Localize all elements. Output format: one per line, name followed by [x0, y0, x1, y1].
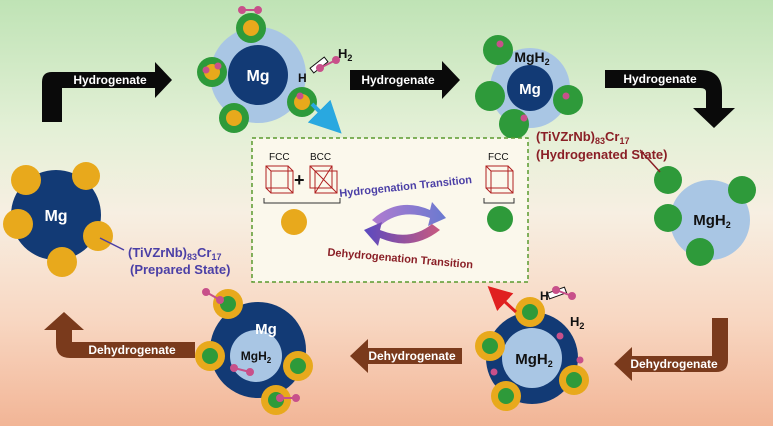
particle-hydrogenated: MgH2 [654, 166, 756, 266]
arrow-bottom-mid: Dehydrogenate [350, 339, 462, 373]
hydrogenate-label-1: Hydrogenate [73, 73, 147, 87]
red-pointer-arrow [487, 285, 518, 314]
mgh2-base-right: MgH [693, 212, 726, 229]
h-label-bottom: H [540, 289, 549, 303]
hydrogenated-formula-sub-b: 17 [619, 136, 629, 146]
mg-label-top: Mg [246, 68, 269, 85]
catalyst-particle-prepared [281, 209, 307, 235]
fcc-lattice-left [265, 165, 294, 194]
arrow-top-right: Hydrogenate [605, 70, 735, 128]
arrow-bottom-right: Dehydrogenate [614, 318, 728, 381]
arrow-top-mid: Hydrogenate [350, 61, 460, 99]
blue-pointer-arrow [307, 99, 342, 134]
particle-prepared: Mg [3, 162, 113, 277]
catalyst-particle-hydrogenated [487, 206, 513, 232]
h2-sub-top: 2 [347, 53, 352, 63]
mgh2-sub-right: 2 [726, 220, 731, 230]
hydrogen-molecules [202, 6, 584, 402]
mgh2-base-top: MgH [514, 49, 544, 65]
hydrogenated-state-label: (TiVZrNb)83Cr17 (Hydrogenated State) [536, 129, 667, 173]
h2-base-top: H [338, 46, 347, 61]
h2-base-bottom: H [570, 314, 579, 329]
hydrogenate-label-2: Hydrogenate [361, 73, 435, 87]
mgh2-base-mid: MgH [241, 349, 267, 363]
transition-box: FCC + BCC FCC Hydrogenation Transition D… [251, 137, 529, 283]
bcc-label: BCC [310, 152, 331, 163]
hydrogenated-formula-b: Cr [605, 129, 619, 144]
svg-text:H2: H2 [570, 314, 584, 331]
cycle-arrow-backward [364, 222, 440, 246]
hydrogenated-formula-a: (TiVZrNb) [536, 129, 595, 144]
svg-text:MgH2: MgH2 [515, 351, 553, 369]
phase-bracket-right [483, 198, 515, 204]
fcc-label-left: FCC [269, 152, 290, 163]
particle-mg-mgh2: Mg MgH2 [195, 289, 313, 415]
cycle-arrow-forward [372, 202, 446, 226]
particle-mgh2-forming: Mg MgH2 [475, 35, 583, 139]
svg-text:(TiVZrNb)83Cr17: (TiVZrNb)83Cr17 [536, 129, 629, 146]
prepared-formula-b: Cr [197, 245, 211, 260]
h-label-top: H [298, 71, 307, 85]
mg-label-mid: Mg [519, 81, 541, 98]
prepared-formula-a: (TiVZrNb) [128, 245, 187, 260]
prepared-formula-sub-b: 17 [211, 252, 221, 262]
svg-text:MgH2: MgH2 [693, 212, 731, 230]
hydrogenated-state-text: (Hydrogenated State) [536, 147, 667, 162]
h2-label-top: H2 [338, 46, 352, 63]
arrow-top-left: Hydrogenate [42, 62, 172, 122]
fcc-lattice-right [485, 165, 514, 194]
svg-text:MgH2: MgH2 [514, 49, 549, 67]
mg-label-left: Mg [44, 208, 67, 225]
dehydrogenate-label-2: Dehydrogenate [368, 349, 456, 363]
prepared-state-label: (TiVZrNb)83Cr17 (Prepared State) [99, 237, 230, 277]
fcc-label-right: FCC [488, 152, 509, 163]
mgh2-sub-mid: 2 [267, 356, 272, 365]
h2-sub-bottom: 2 [579, 321, 584, 331]
plus-sign: + [294, 170, 305, 190]
svg-text:MgH2: MgH2 [241, 349, 272, 365]
mgh2-sub-top: 2 [545, 57, 550, 67]
dehydrogenate-label-1: Dehydrogenate [630, 357, 718, 371]
dehydrogenate-label-3: Dehydrogenate [88, 343, 176, 357]
mgh2-sub-bottom: 2 [548, 359, 553, 369]
prepared-formula-sub-a: 83 [187, 252, 197, 262]
mgh2-base-bottom: MgH [515, 351, 548, 368]
phase-bracket-left [263, 198, 341, 204]
svg-text:H2: H2 [338, 46, 352, 63]
mg-label-bottom: Mg [255, 321, 277, 338]
bcc-lattice [309, 165, 338, 194]
prepared-state-text: (Prepared State) [130, 262, 230, 277]
h2-label-bottom: H2 [570, 314, 584, 331]
hydrogenate-label-3: Hydrogenate [623, 72, 697, 86]
hydrogenated-formula-sub-a: 83 [595, 136, 605, 146]
particle-hydrogenating: Mg H [197, 13, 329, 133]
svg-text:(TiVZrNb)83Cr17: (TiVZrNb)83Cr17 [128, 245, 221, 262]
particle-dehydrogenating: MgH2 H [475, 286, 589, 411]
arrow-bottom-left: Dehydrogenate [44, 312, 195, 358]
